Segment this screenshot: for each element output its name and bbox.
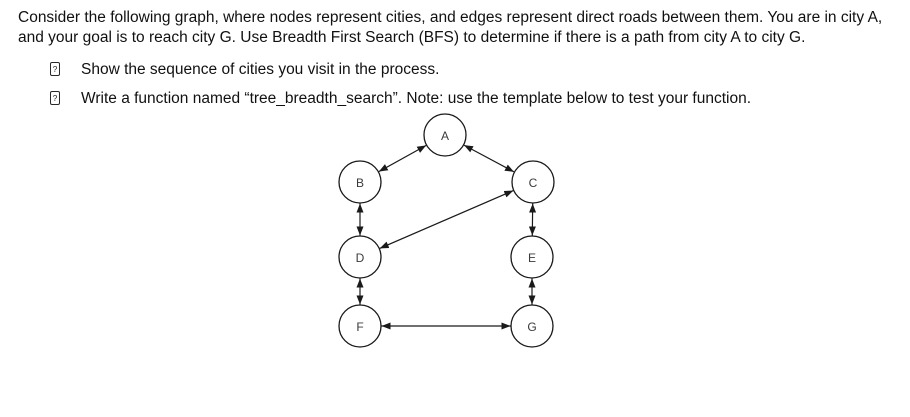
- edge-C-D: [379, 190, 514, 249]
- bullet-text-1: Show the sequence of cities you visit in…: [81, 61, 440, 78]
- node-D: [338, 235, 382, 279]
- bullet-item-2: ? Write a function named “tree_breadth_s…: [50, 89, 751, 108]
- node-label-B: B: [356, 176, 364, 190]
- missing-glyph-icon: ?: [50, 91, 60, 105]
- bullet-text-2: Write a function named “tree_breadth_sea…: [81, 90, 752, 107]
- node-label-C: C: [529, 176, 538, 190]
- node-label-G: G: [527, 320, 536, 334]
- node-label-E: E: [528, 251, 536, 265]
- node-B: [338, 160, 382, 204]
- node-label-F: F: [356, 320, 363, 334]
- node-G: [510, 304, 554, 348]
- node-C: [511, 160, 555, 204]
- bullet-item-1: ? Show the sequence of cities you visit …: [50, 60, 439, 79]
- node-label-A: A: [441, 129, 449, 143]
- missing-glyph-icon: ?: [50, 62, 60, 76]
- node-F: [338, 304, 382, 348]
- edge-A-C: [463, 144, 515, 173]
- node-E: [510, 235, 554, 279]
- edge-A-B: [378, 144, 427, 173]
- node-label-D: D: [356, 251, 365, 265]
- node-A: [423, 113, 467, 157]
- problem-statement: Consider the following graph, where node…: [18, 9, 883, 46]
